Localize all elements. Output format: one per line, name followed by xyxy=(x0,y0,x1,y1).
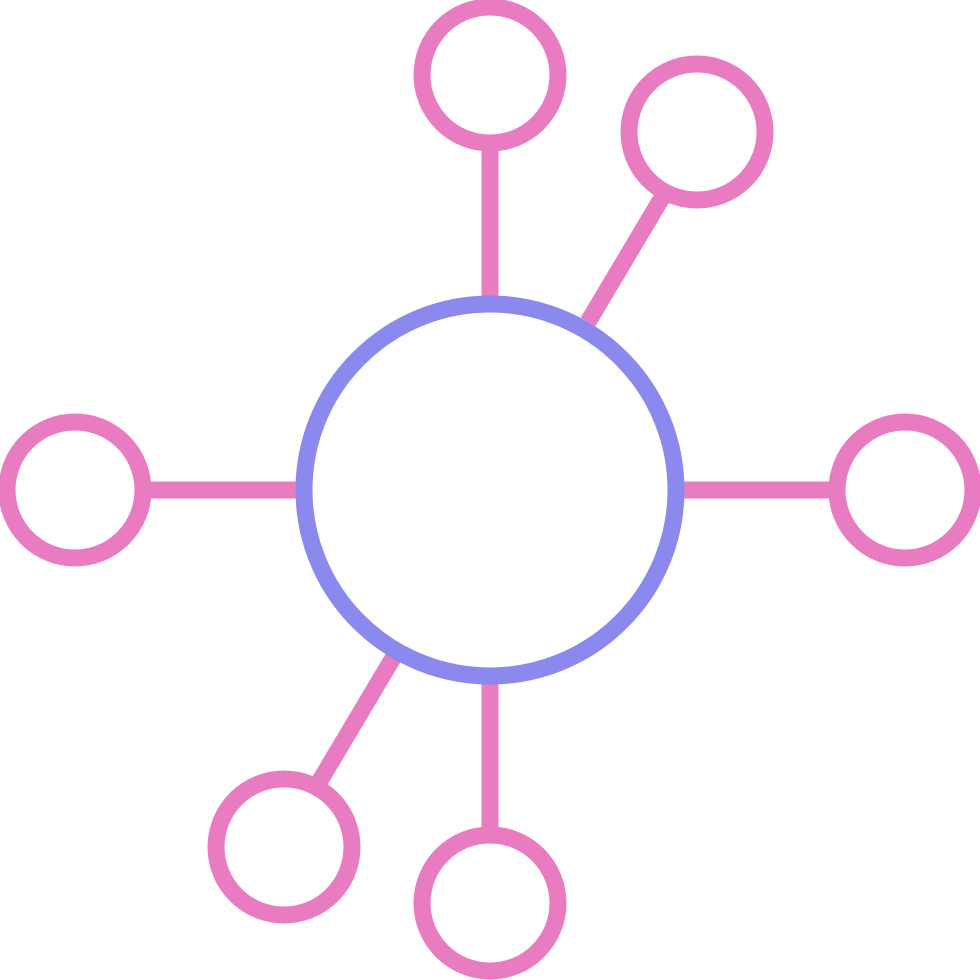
node-right xyxy=(828,413,980,567)
node-bottom xyxy=(413,826,567,980)
connector-lines xyxy=(143,145,836,835)
node-left xyxy=(0,413,152,567)
node-top xyxy=(413,0,567,152)
connector-top-right xyxy=(580,191,671,327)
hub-circle xyxy=(295,295,685,685)
node-top-right xyxy=(620,55,774,209)
connector-bottom-left xyxy=(310,653,401,789)
node-bottom-left xyxy=(207,770,361,924)
